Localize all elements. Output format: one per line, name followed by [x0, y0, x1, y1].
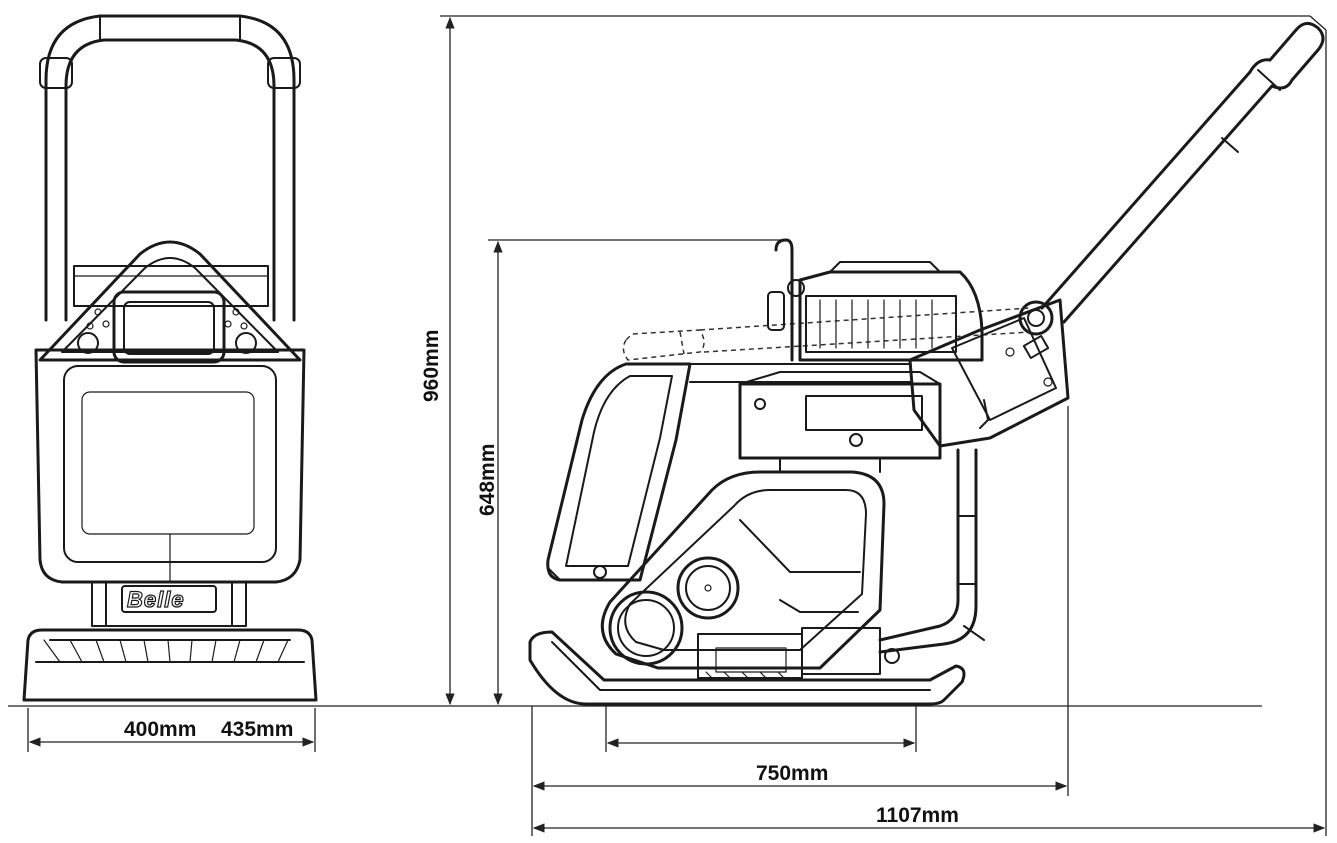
height-body-label: 648mm [476, 444, 499, 516]
side-rear-tube [878, 448, 985, 654]
side-belt-cover [600, 470, 886, 670]
belle-logo: Belle [127, 587, 185, 612]
side-view [528, 22, 1325, 706]
front-width-dimension: 400mm 435mm [27, 708, 316, 752]
width-plate-label: 435mm [221, 718, 293, 741]
plate-length-dimension [605, 706, 917, 752]
height-body-dimension: 648mm [476, 239, 782, 706]
front-handle [39, 14, 301, 322]
body-length-label: 1107mm [876, 804, 959, 827]
side-handle [1018, 22, 1325, 336]
side-base-plate [528, 627, 966, 706]
height-total-label: 960mm [420, 330, 443, 402]
front-tank [34, 348, 306, 584]
front-lift-frame [38, 240, 302, 364]
overall-length-dimension: 1107mm [532, 15, 1327, 836]
side-engine [767, 238, 984, 362]
width-front-label: 400mm [124, 718, 196, 741]
side-chassis [738, 371, 942, 473]
front-view: Belle [22, 14, 318, 702]
side-handle-folded-ghost [622, 307, 1031, 361]
height-total-dimension: 960mm [420, 15, 1310, 706]
machine-length-dimension: 750mm [531, 406, 1069, 836]
plate-length-label: 750mm [756, 762, 828, 785]
side-water-tank [546, 362, 911, 582]
side-rear-bracket [908, 298, 1070, 448]
front-base-plate [22, 628, 318, 702]
